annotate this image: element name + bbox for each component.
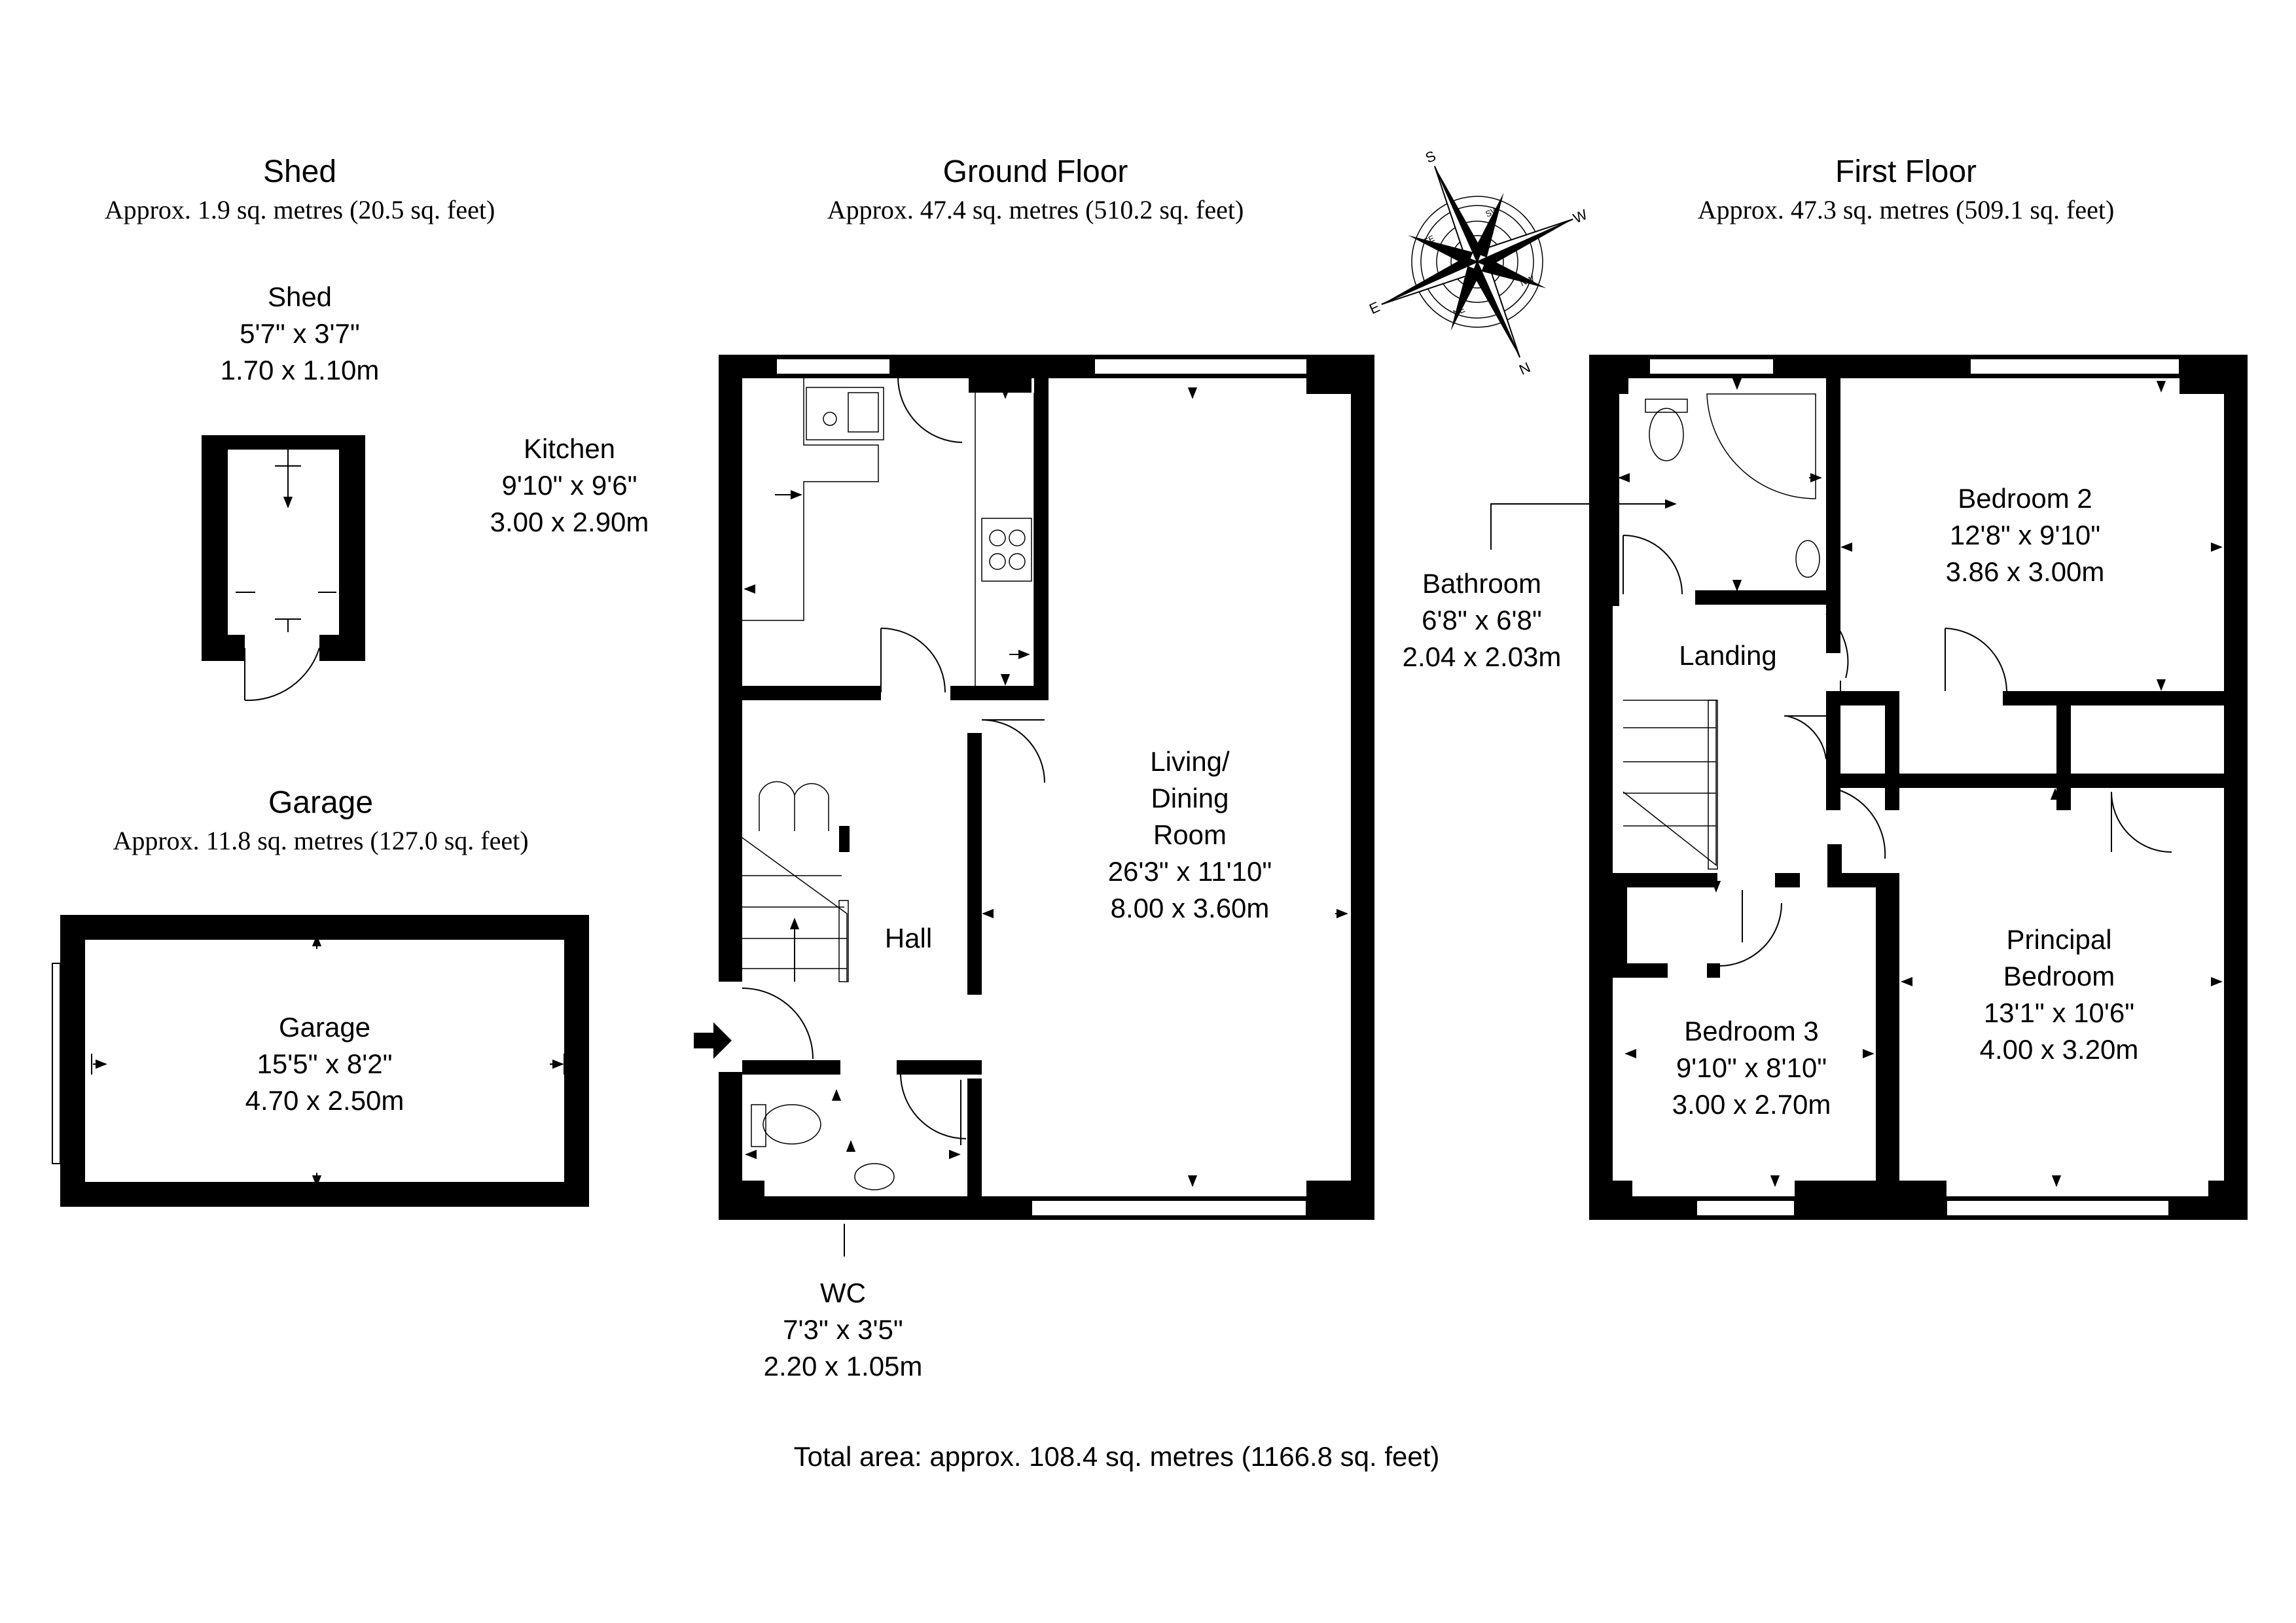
wc-imperial: 7'3" x 3'5"	[783, 1314, 903, 1345]
bedroom3-imperial: 9'10" x 8'10"	[1676, 1052, 1827, 1083]
principal-metric: 4.00 x 3.20m	[1980, 1034, 2139, 1065]
compass-label-w: W	[1571, 206, 1590, 226]
wc-name: WC	[820, 1277, 866, 1308]
bathroom-name: Bathroom	[1422, 568, 1541, 599]
bedroom2-name: Bedroom 2	[1958, 483, 2092, 514]
garage-section-area: Approx. 11.8 sq. metres (127.0 sq. feet)	[113, 826, 528, 855]
first-floor-title: First Floor	[1835, 154, 1977, 189]
bedroom2-imperial: 12'8" x 9'10"	[1950, 520, 2100, 550]
first-floor-area: Approx. 47.3 sq. metres (509.1 sq. feet)	[1698, 195, 2115, 224]
garage-room-name: Garage	[279, 1012, 370, 1043]
compass-label-s: S	[1423, 147, 1439, 166]
principal-name-line1: Principal	[2006, 924, 2111, 955]
living-name-line1: Living/	[1150, 746, 1230, 777]
principal-imperial: 13'1" x 10'6"	[1984, 997, 2134, 1028]
garage-section-title: Garage	[268, 785, 373, 820]
wc-metric: 2.20 x 1.05m	[764, 1351, 923, 1382]
garage-room-metric: 4.70 x 2.50m	[245, 1085, 404, 1116]
garage-room-imperial: 15'5" x 8'2"	[257, 1048, 393, 1079]
shed-section-title: Shed	[263, 154, 336, 189]
compass-label-se: SE	[1422, 233, 1436, 247]
landing-name: Landing	[1679, 640, 1776, 671]
total-area: Total area: approx. 108.4 sq. metres (11…	[794, 1441, 1440, 1472]
bedroom3-name: Bedroom 3	[1684, 1016, 1818, 1046]
ground-floor-plan	[694, 355, 1374, 1257]
bathroom-metric: 2.04 x 2.03m	[1403, 641, 1562, 672]
first-floor-plan	[1490, 355, 2248, 1220]
compass-label-ne: NE	[1452, 304, 1467, 318]
kitchen-imperial: 9'10" x 9'6"	[502, 470, 637, 501]
bathroom-imperial: 6'8" x 6'8"	[1422, 605, 1542, 635]
bedroom3-metric: 3.00 x 2.70m	[1672, 1089, 1831, 1120]
ground-floor-title: Ground Floor	[943, 154, 1128, 189]
shed-plan	[202, 435, 365, 702]
shed-room-imperial: 5'7" x 3'7"	[240, 318, 360, 349]
living-name-line3: Room	[1153, 819, 1227, 850]
principal-name-line2: Bedroom	[2003, 961, 2115, 991]
compass-label-n: N	[1516, 359, 1533, 378]
garage-plan	[52, 915, 589, 1207]
kitchen-metric: 3.00 x 2.90m	[490, 507, 649, 537]
living-imperial: 26'3" x 11'10"	[1108, 856, 1272, 887]
hall-name: Hall	[885, 923, 932, 954]
living-name-line2: Dining	[1151, 783, 1229, 813]
ground-floor-area: Approx. 47.4 sq. metres (510.2 sq. feet)	[827, 195, 1244, 224]
shed-section-area: Approx. 1.9 sq. metres (20.5 sq. feet)	[105, 195, 495, 224]
shed-room-metric: 1.70 x 1.10m	[221, 355, 380, 385]
bedroom2-metric: 3.86 x 3.00m	[1946, 556, 2105, 587]
shed-room-name: Shed	[268, 281, 332, 312]
living-metric: 8.00 x 3.60m	[1111, 893, 1270, 923]
kitchen-name: Kitchen	[524, 433, 615, 464]
compass-label-e: E	[1367, 298, 1382, 317]
